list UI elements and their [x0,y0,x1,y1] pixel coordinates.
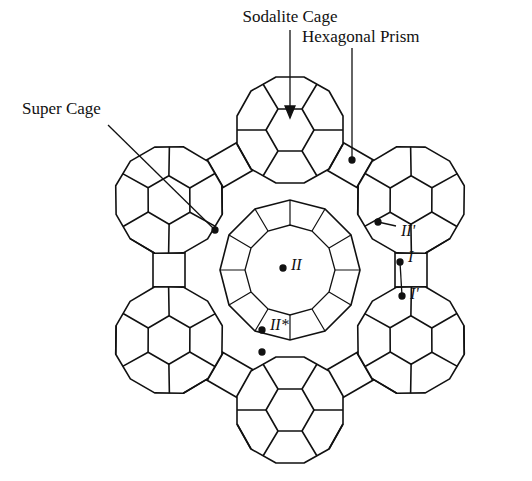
site-label: I [406,248,415,266]
part-label: Super Cage [20,100,103,119]
site-label: II* [268,316,291,334]
site-label: II' [399,222,417,240]
site-label: II [289,256,304,274]
part-label: Hexagonal Prism [300,28,422,47]
site-label: I' [408,285,421,303]
part-label: Sodalite Cage [241,8,340,27]
